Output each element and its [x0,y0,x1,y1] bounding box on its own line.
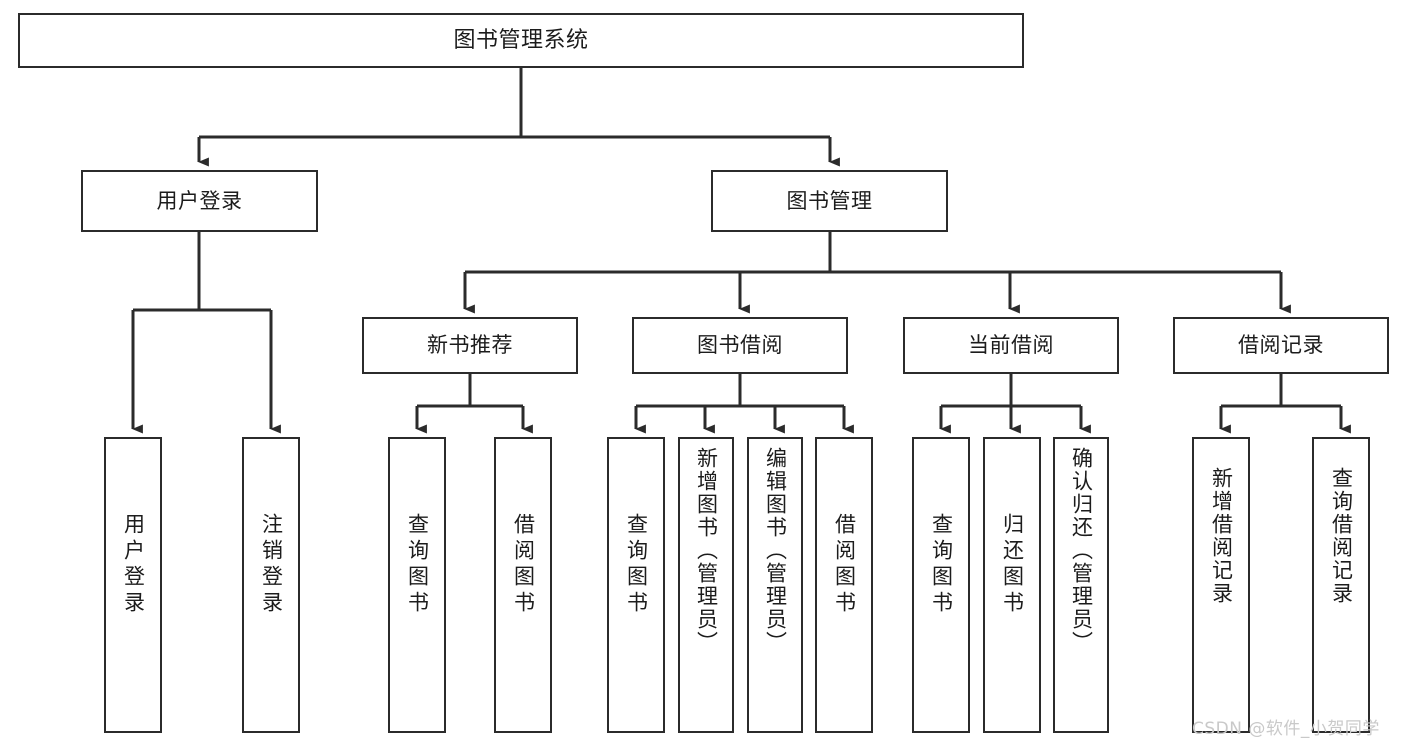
node-user-login[interactable]: 用户登录 [81,170,318,232]
leaf-book-borrow-add-admin[interactable]: 新增图书（管理员） [678,437,734,733]
node-borrow-record[interactable]: 借阅记录 [1173,317,1389,374]
node-label: 查询图书 [624,513,649,617]
node-label: 新增图书（管理员） [694,447,719,654]
node-book-borrow[interactable]: 图书借阅 [632,317,848,374]
node-label: 用户登录 [156,188,243,213]
leaf-new-book-borrow[interactable]: 借阅图书 [494,437,552,733]
node-label: 借阅图书 [511,513,536,617]
leaf-book-borrow-edit-admin[interactable]: 编辑图书（管理员） [747,437,803,733]
node-label: 图书管理 [786,188,873,213]
node-label: 图书借阅 [697,333,783,358]
node-new-book-recommend[interactable]: 新书推荐 [362,317,578,374]
leaf-borrow-record-query[interactable]: 查询借阅记录 [1312,437,1370,733]
node-label: 编辑图书（管理员） [763,447,788,654]
node-label: 借阅记录 [1238,333,1324,358]
leaf-user-login-login[interactable]: 用户登录 [104,437,162,733]
leaf-book-borrow-borrow[interactable]: 借阅图书 [815,437,873,733]
leaf-user-login-logout[interactable]: 注销登录 [242,437,300,733]
node-root-book-management-system[interactable]: 图书管理系统 [18,13,1024,68]
node-label: 用户登录 [121,513,146,617]
node-label: 确认归还（管理员） [1069,447,1094,654]
node-label: 当前借阅 [968,333,1054,358]
node-book-management[interactable]: 图书管理 [711,170,948,232]
csdn-watermark: CSDN @软件_小贺同学 [1192,719,1380,739]
node-label: 借阅图书 [832,513,857,617]
node-label: 查询借阅记录 [1329,467,1354,605]
leaf-book-borrow-query[interactable]: 查询图书 [607,437,665,733]
node-label: 新增借阅记录 [1209,467,1234,605]
leaf-current-borrow-return[interactable]: 归还图书 [983,437,1041,733]
node-current-borrow[interactable]: 当前借阅 [903,317,1119,374]
node-label: 图书管理系统 [453,27,589,53]
node-label: 归还图书 [1000,513,1025,617]
leaf-borrow-record-add[interactable]: 新增借阅记录 [1192,437,1250,733]
node-label: 查询图书 [405,513,430,617]
leaf-current-borrow-query[interactable]: 查询图书 [912,437,970,733]
leaf-current-borrow-confirm-admin[interactable]: 确认归还（管理员） [1053,437,1109,733]
node-label: 查询图书 [929,513,954,617]
leaf-new-book-query[interactable]: 查询图书 [388,437,446,733]
node-label: 注销登录 [259,513,284,617]
node-label: 新书推荐 [427,333,513,358]
